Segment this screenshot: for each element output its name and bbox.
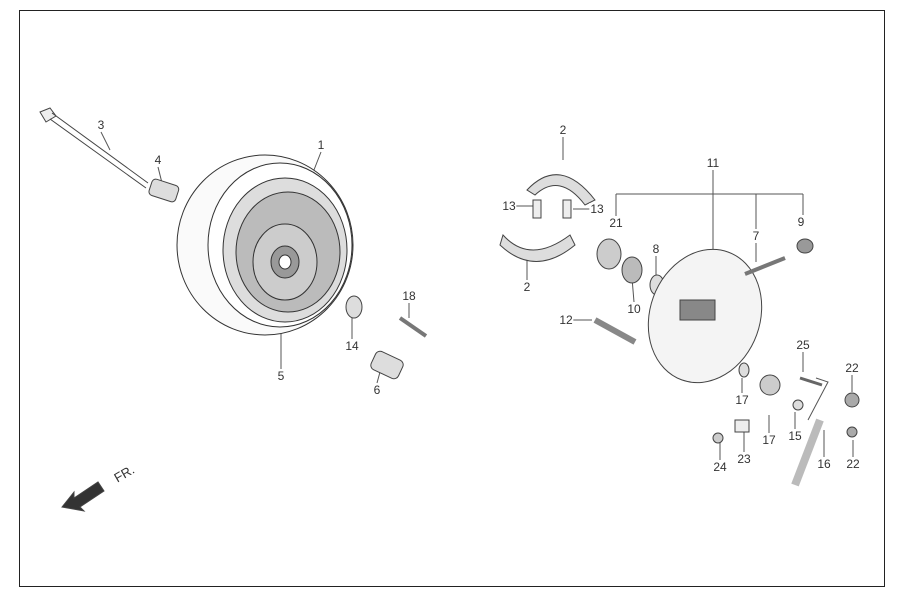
- part-label: 1: [316, 138, 326, 152]
- stud-18: [398, 316, 428, 338]
- part-label: 15: [787, 429, 803, 443]
- cam-12: [593, 317, 637, 345]
- spring-17: [759, 374, 781, 396]
- bushing-9: [796, 238, 814, 254]
- bolt-25: [799, 376, 823, 387]
- bolt-24: [712, 432, 724, 444]
- part-label: 2: [558, 123, 568, 137]
- pin-23: [734, 419, 750, 433]
- front-arrow-icon: [61, 481, 105, 512]
- indicator-15: [792, 399, 804, 411]
- part-label: 23: [736, 452, 752, 466]
- part-label: 24: [712, 460, 728, 474]
- spring-13b: [562, 199, 572, 219]
- part-label: 22: [845, 457, 861, 471]
- part-label: 4: [153, 153, 163, 167]
- seal-14: [345, 295, 363, 319]
- part-label: 8: [651, 242, 661, 256]
- brake-shoe-lower: [499, 234, 576, 262]
- arm-16: [791, 418, 824, 487]
- spring-13a: [532, 199, 542, 219]
- part-label: 22: [844, 361, 860, 375]
- axle-bolt: [39, 107, 149, 189]
- part-label: 17: [734, 393, 750, 407]
- part-label: 14: [344, 339, 360, 353]
- gear-10: [621, 256, 643, 284]
- part-label: 6: [372, 383, 382, 397]
- panel-cam: [679, 299, 716, 321]
- part-label: 10: [626, 302, 642, 316]
- part-label: 7: [751, 229, 761, 243]
- collar-4: [148, 178, 180, 203]
- part-label: 21: [608, 216, 624, 230]
- part-label: 16: [816, 457, 832, 471]
- part-label: 2: [522, 280, 532, 294]
- part-label: 11: [705, 156, 721, 170]
- washer-17: [738, 362, 750, 378]
- part-label: 5: [276, 369, 286, 383]
- part-label: 13: [589, 202, 605, 216]
- part-label: 13: [501, 199, 517, 213]
- part-label: 3: [96, 118, 106, 132]
- diagram-frame: [19, 10, 885, 587]
- spindle-7: [744, 256, 786, 276]
- nut-22a: [844, 392, 860, 408]
- wheel: [176, 154, 354, 336]
- part-label: 18: [401, 289, 417, 303]
- nut-22b: [846, 426, 858, 438]
- part-label: 25: [795, 338, 811, 352]
- seal-21: [596, 238, 622, 270]
- part-label: 17: [761, 433, 777, 447]
- brake-shoe-upper: [526, 174, 596, 206]
- part-label: 9: [796, 215, 806, 229]
- collar-6: [370, 350, 404, 380]
- part-label: 12: [558, 313, 574, 327]
